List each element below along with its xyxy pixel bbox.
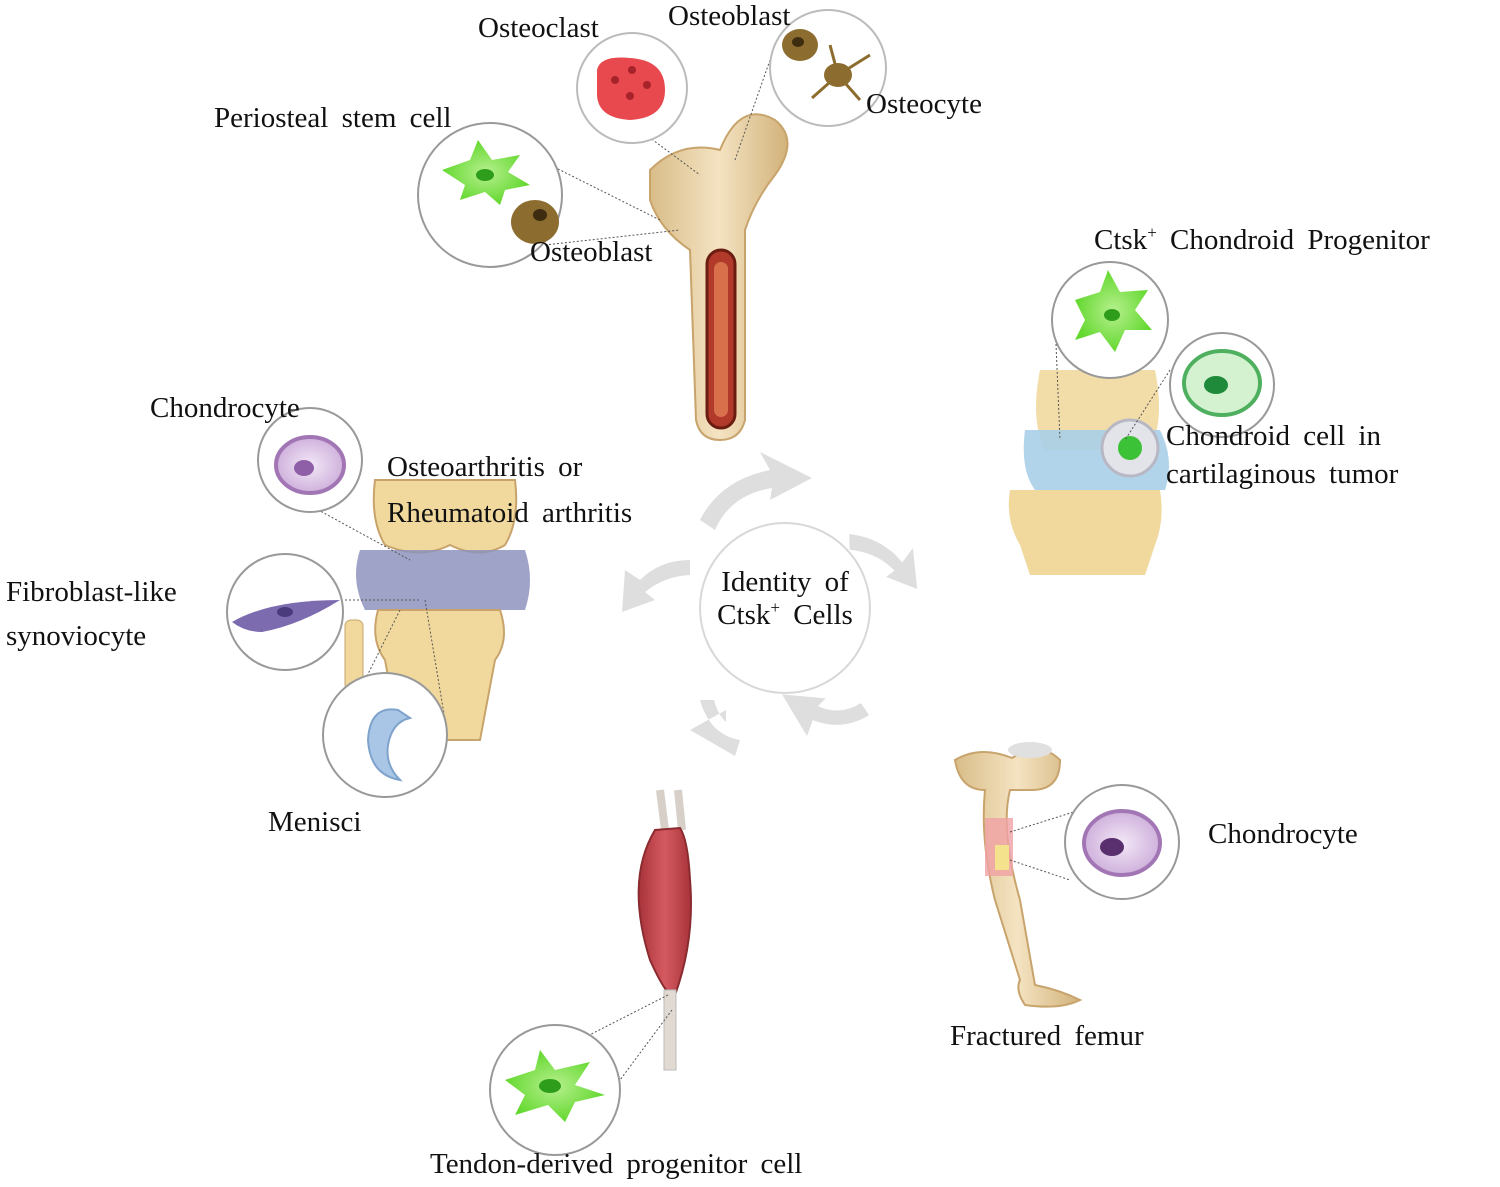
label-chondroid-progenitor: Ctsk+ Chondroid Progenitor [1094,223,1430,256]
label-osteocyte: Osteocyte [866,88,982,120]
arrow-to-bottomright [782,694,870,737]
center-circle [699,522,871,694]
knee-right-group [1008,261,1275,575]
arrow-to-right [849,533,918,590]
right-tibia [1008,490,1162,575]
arrow-to-left [622,560,690,612]
label-osteoblast-top: Osteoblast [668,0,791,32]
label-menisci: Menisci [268,806,362,838]
arrow-to-bottom [690,700,740,756]
label-tumor-line1: Chondroid cell in [1166,420,1381,452]
center-title: Identity of Ctsk+ Cells [700,566,870,633]
center-title-line1: Identity of [721,566,849,598]
label-disease-line2: Rheumatoid arthritis [387,497,633,529]
center-cycle [622,452,918,756]
tendon-group [489,789,692,1156]
label-fls-line2: synoviocyte [6,620,147,652]
femur-condyles [372,479,518,554]
femur-group [953,742,1180,1008]
label-disease-line1: Osteoarthritis or [387,451,583,483]
muscle-belly [637,826,692,997]
knee-left-group [226,407,530,798]
fractured-femur-bone [953,748,1083,1008]
synovium [356,550,530,610]
cycle-arrows [622,452,918,756]
center-title-line2: Ctsk+ Cells [717,598,853,632]
bone-top-group [417,9,887,442]
arrow-to-top [700,452,812,530]
label-osteoclast: Osteoclast [478,12,599,44]
label-chondrocyte-right: Chondrocyte [1208,818,1358,850]
menisci-shape [366,708,413,782]
osteoclast-cell [597,57,665,120]
label-periosteal-stem-cell: Periosteal stem cell [214,102,452,134]
osteoblast-cell-lower [511,200,559,244]
label-fractured-femur: Fractured femur [950,1020,1144,1052]
label-tumor-line2: cartilaginous tumor [1166,458,1399,490]
label-chondrocyte-left: Chondrocyte [150,392,300,424]
label-fls-line1: Fibroblast-like [6,576,177,608]
tendon-strand [663,989,677,1071]
label-tendon-progenitor: Tendon-derived progenitor cell [430,1148,803,1180]
label-osteoblast-lower: Osteoblast [530,236,653,268]
